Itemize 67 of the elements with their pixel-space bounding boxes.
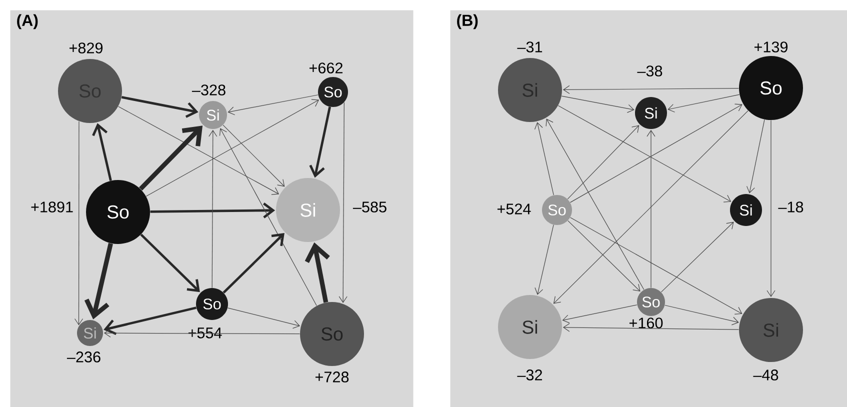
arrow: [138, 126, 203, 191]
value-label: +728: [316, 372, 349, 382]
value-label: –18: [778, 202, 804, 212]
arrow: [562, 304, 638, 324]
network-node: So: [739, 56, 803, 120]
arrow: [227, 308, 300, 329]
arrow: [84, 242, 113, 320]
arrow: [228, 94, 318, 116]
value-label: –328: [192, 84, 226, 96]
network-node: Si: [199, 101, 227, 129]
arrow: [746, 119, 765, 194]
value-label: –31: [517, 42, 542, 52]
arrow: [219, 128, 317, 306]
network-node: So: [86, 180, 150, 244]
arrow: [74, 121, 84, 326]
arrow: [668, 94, 740, 112]
value-label: +524: [497, 204, 531, 214]
network-node: Si: [730, 194, 762, 226]
value-label: +829: [70, 42, 103, 54]
arrow: [534, 224, 554, 295]
network-node: Si: [77, 320, 103, 346]
network-node: So: [542, 195, 572, 225]
network-node: Si: [498, 295, 562, 359]
arrow: [121, 96, 198, 118]
value-label: –236: [66, 352, 100, 362]
value-label: –38: [637, 66, 662, 76]
panel-label: (A): [17, 14, 38, 30]
arrow: [567, 125, 640, 200]
arrow: [562, 85, 740, 94]
arrow: [118, 106, 280, 195]
arrow: [222, 233, 284, 294]
arrow: [660, 222, 734, 292]
arrow: [140, 234, 200, 292]
value-label: +554: [188, 328, 222, 338]
network-node: So: [637, 288, 665, 316]
value-label: +662: [310, 62, 342, 74]
arrow: [766, 120, 776, 298]
value-label: +160: [629, 318, 663, 328]
value-label: –48: [753, 370, 778, 380]
network-node: So: [196, 288, 228, 320]
arrow: [664, 304, 739, 326]
value-label: –585: [352, 202, 386, 212]
arrow: [104, 328, 300, 338]
network-node: So: [318, 77, 348, 107]
arrow: [304, 242, 330, 303]
arrow: [570, 217, 742, 314]
arrow: [561, 96, 634, 113]
value-label: +139: [754, 42, 788, 52]
network-node: Si: [276, 178, 340, 242]
arrow: [534, 122, 554, 196]
value-label: –32: [517, 370, 542, 380]
value-label: +1891: [31, 202, 73, 212]
arrow: [568, 220, 640, 292]
arrow: [338, 102, 348, 303]
arrow: [553, 110, 748, 304]
arrow: [150, 202, 276, 218]
arrow: [208, 130, 218, 288]
arrow: [309, 106, 332, 178]
network-node: Si: [635, 97, 667, 129]
arrow: [146, 99, 320, 197]
arrow: [546, 118, 644, 290]
arrow: [646, 130, 656, 288]
arrow: [562, 323, 740, 332]
panel-label: (B): [457, 14, 478, 30]
arrow: [222, 124, 285, 187]
arrow: [104, 306, 196, 336]
arrow: [92, 123, 112, 181]
